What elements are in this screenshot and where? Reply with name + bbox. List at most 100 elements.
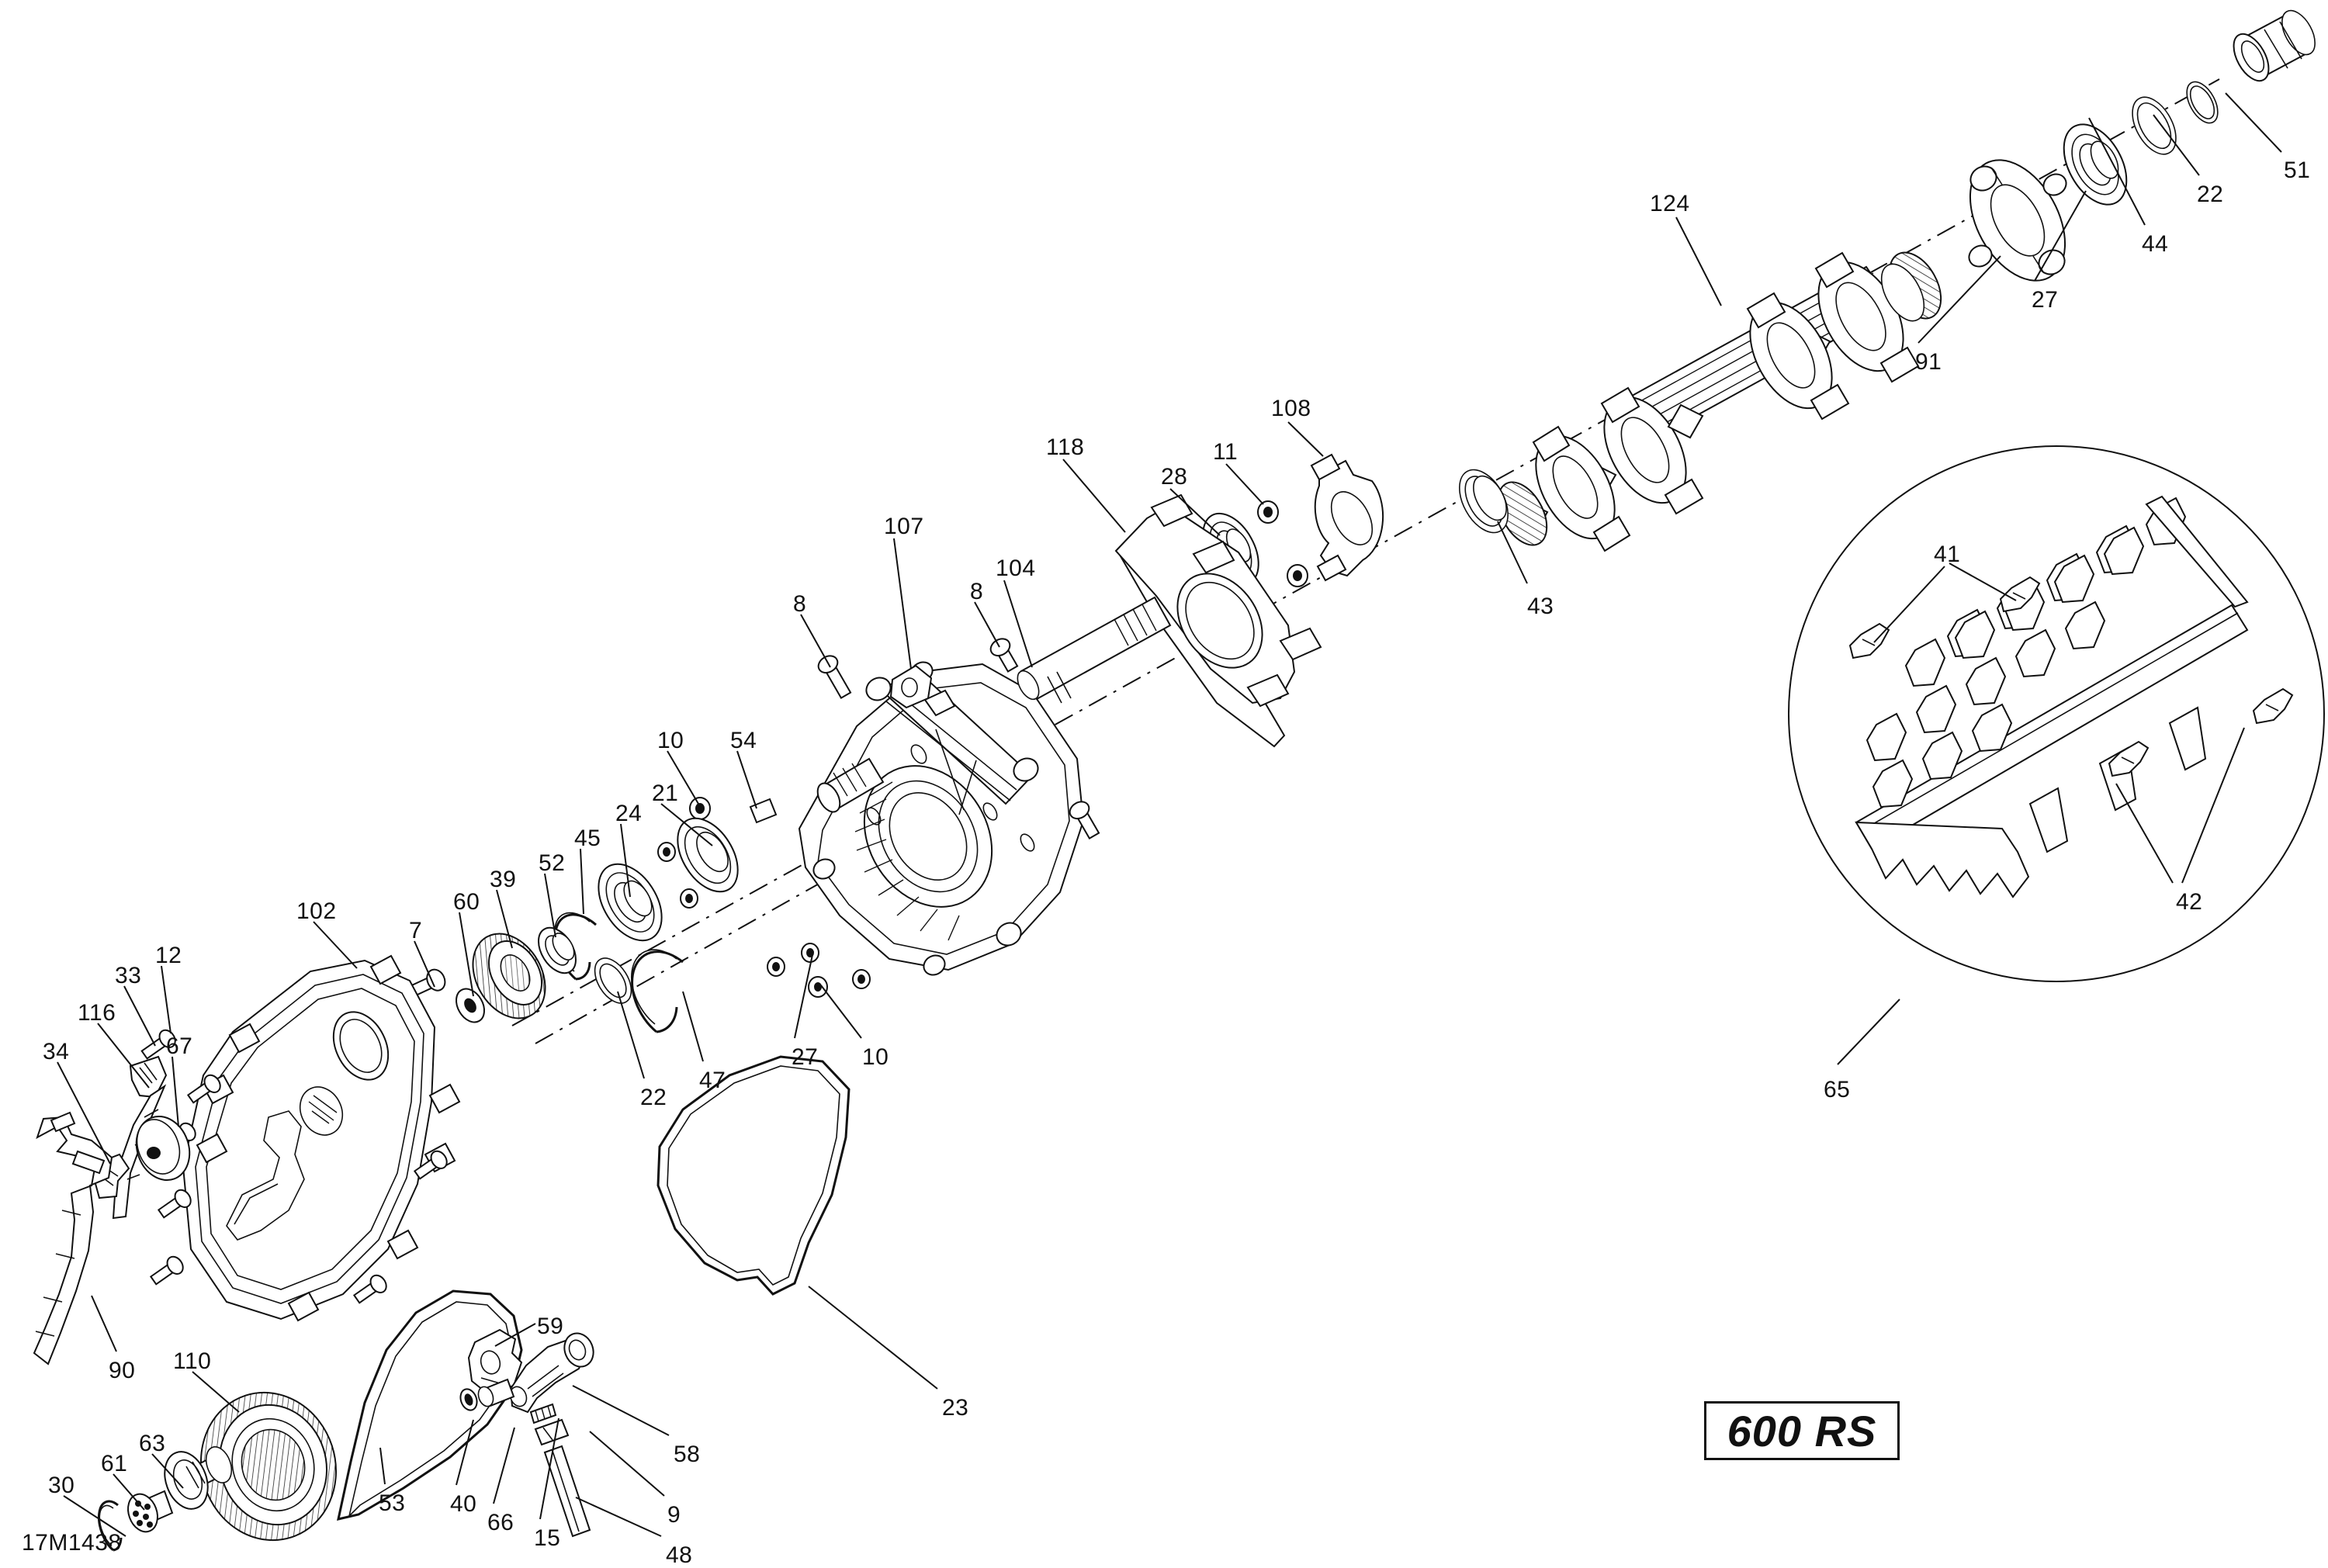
part-ring-22-top: [2186, 81, 2219, 124]
callout-52: 52: [539, 850, 566, 876]
callout-43: 43: [1527, 594, 1554, 619]
part-cap-67: [135, 1115, 191, 1182]
leader-line-40: [456, 1419, 474, 1486]
part-sleeve-63: [164, 1446, 233, 1510]
callout-27t: 27: [2032, 287, 2059, 313]
leader-line-116: [97, 1023, 150, 1089]
part-retaining-ring-30: [98, 1500, 123, 1552]
callout-11: 11: [1213, 439, 1238, 465]
leader-line-10: [667, 750, 699, 805]
assembly-centerline: [511, 78, 2220, 1044]
leader-line-30: [63, 1495, 126, 1537]
leader-line-53: [379, 1447, 386, 1485]
part-retaining-ring-44: [2132, 96, 2177, 155]
detail-circle-track-65: [1788, 445, 2325, 982]
part-tensioner-block-59: [467, 1328, 523, 1395]
callout-15: 15: [534, 1525, 561, 1551]
part-chaincase-housing-118: [798, 493, 1322, 976]
callout-58: 58: [674, 1442, 701, 1467]
callout-44: 44: [2142, 231, 2169, 257]
callout-51: 51: [2284, 157, 2311, 183]
leader-line-27: [2034, 190, 2087, 282]
callout-41: 41: [1934, 542, 1961, 567]
leader-line-33: [123, 985, 156, 1047]
callout-61: 61: [101, 1451, 128, 1476]
part-drive-chain-53: [337, 1289, 523, 1521]
callout-65: 65: [1824, 1077, 1851, 1102]
leader-line-47: [682, 991, 704, 1062]
part-lower-sprocket-110: [199, 1391, 338, 1542]
part-track-insert-42: [2108, 687, 2294, 777]
callout-10b: 10: [862, 1044, 889, 1070]
leader-line-21: [660, 803, 713, 846]
leader-line-11: [1225, 463, 1264, 505]
leader-line-24: [620, 823, 631, 898]
part-bracket-107: [889, 664, 956, 717]
part-bushing-66: [477, 1378, 515, 1407]
part-bushing-51: [2233, 9, 2316, 82]
part-nut-9: [534, 1418, 570, 1446]
leader-line-61: [113, 1473, 145, 1511]
leader-line-63: [151, 1453, 184, 1489]
leader-line-9: [589, 1431, 665, 1497]
callout-67: 67: [166, 1033, 193, 1059]
leader-line-42: [2115, 783, 2174, 884]
model-badge: 600 RS: [1704, 1401, 1900, 1460]
callout-34: 34: [43, 1039, 70, 1064]
leader-line-51: [2225, 92, 2282, 153]
part-nut-11: [1257, 500, 1308, 587]
part-screw-8: [817, 638, 1100, 840]
callout-102: 102: [296, 898, 337, 924]
leader-line-10: [820, 985, 862, 1039]
leader-line-104: [1003, 580, 1033, 668]
callout-24: 24: [615, 801, 643, 826]
callout-110: 110: [173, 1348, 212, 1374]
part-bearing-flange-91: [1968, 159, 2067, 282]
callout-91: 91: [1915, 349, 1942, 375]
leader-line-124: [1675, 216, 1722, 306]
callout-54: 54: [730, 728, 757, 753]
callout-124: 124: [1650, 191, 1690, 216]
part-bearing-27: [2063, 123, 2128, 206]
leader-line-41b: [1873, 566, 1945, 643]
callout-33: 33: [115, 963, 142, 988]
callout-22b: 22: [640, 1085, 667, 1110]
part-upper-shaft-104: [1017, 596, 1172, 704]
leader-line-91: [1917, 255, 2001, 344]
leader-line-58: [572, 1385, 670, 1436]
callout-22t: 22: [2197, 182, 2224, 207]
part-washer-60: [455, 988, 486, 1023]
drawing-number: 17M1438: [22, 1530, 122, 1556]
callout-104: 104: [996, 556, 1036, 581]
leader-line-23: [808, 1286, 938, 1390]
leader-line-15: [539, 1417, 559, 1520]
leader-line-60: [459, 912, 474, 997]
leader-line-66: [493, 1427, 515, 1504]
leader-line-44: [2088, 117, 2146, 226]
callout-9: 9: [667, 1502, 681, 1528]
leader-line-108: [1287, 421, 1324, 457]
callout-118: 118: [1046, 434, 1085, 460]
part-gasket-23: [656, 1055, 850, 1296]
leader-line-8: [800, 614, 831, 668]
leader-line-45: [580, 848, 584, 915]
callout-47: 47: [699, 1068, 726, 1093]
part-sprocket-39: [472, 933, 546, 1019]
part-o-ring-43: [1459, 469, 1509, 534]
leader-line-34: [57, 1061, 111, 1165]
leader-line-22: [2153, 114, 2200, 176]
part-seal-21: [677, 817, 739, 893]
callout-12: 12: [155, 943, 182, 968]
leader-line-7: [414, 940, 435, 988]
callout-8b: 8: [970, 579, 984, 604]
callout-116: 116: [78, 1000, 116, 1026]
part-stud-54: [749, 798, 778, 824]
leader-line-59: [494, 1323, 536, 1347]
callout-10a: 10: [657, 728, 684, 753]
leader-line-39: [496, 889, 513, 949]
part-pin-15: [529, 1403, 557, 1424]
callout-59: 59: [537, 1314, 564, 1339]
callout-53: 53: [379, 1490, 406, 1516]
